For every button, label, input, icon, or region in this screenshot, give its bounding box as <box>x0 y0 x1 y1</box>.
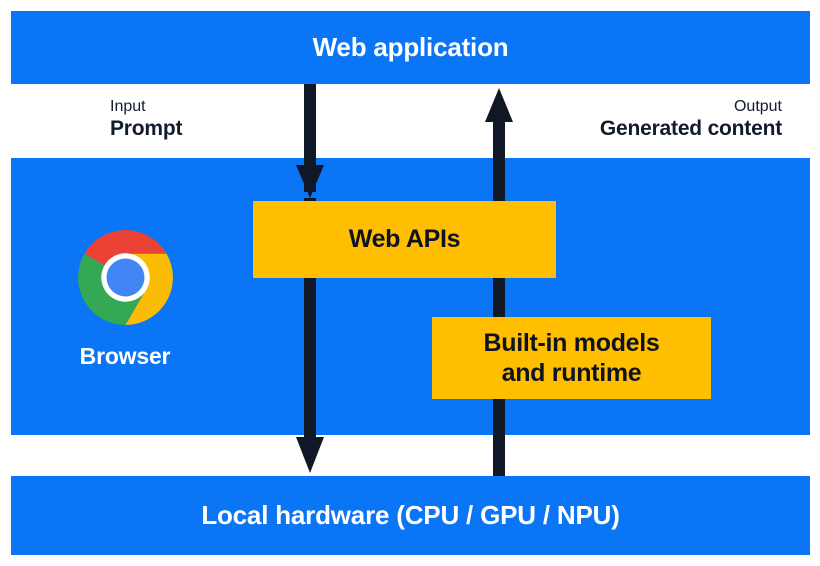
box-builtin-models: Built-in models and runtime <box>432 317 711 399</box>
io-label-output: Output Generated content <box>600 98 782 142</box>
band-local-hardware: Local hardware (CPU / GPU / NPU) <box>11 476 810 555</box>
box-web-apis: Web APIs <box>253 201 556 278</box>
band-web-application-label: Web application <box>312 32 509 62</box>
io-input-value: Prompt <box>110 116 183 140</box>
band-browser-label: Browser <box>79 343 171 369</box>
box-builtin-models-line1: Built-in models <box>483 328 660 357</box>
box-builtin-models-label: Built-in models and runtime <box>483 328 659 389</box>
band-local-hardware-label: Local hardware (CPU / GPU / NPU) <box>201 500 620 530</box>
box-builtin-models-line2: and runtime <box>501 359 642 387</box>
chrome-logo-icon <box>78 230 173 325</box>
io-input-kind: Input <box>110 98 146 115</box>
band-web-application: Web application <box>11 11 810 84</box>
box-web-apis-label: Web APIs <box>348 225 461 254</box>
io-output-kind: Output <box>733 98 782 115</box>
io-label-input: Input Prompt <box>110 98 183 142</box>
io-output-value: Generated content <box>599 116 782 140</box>
